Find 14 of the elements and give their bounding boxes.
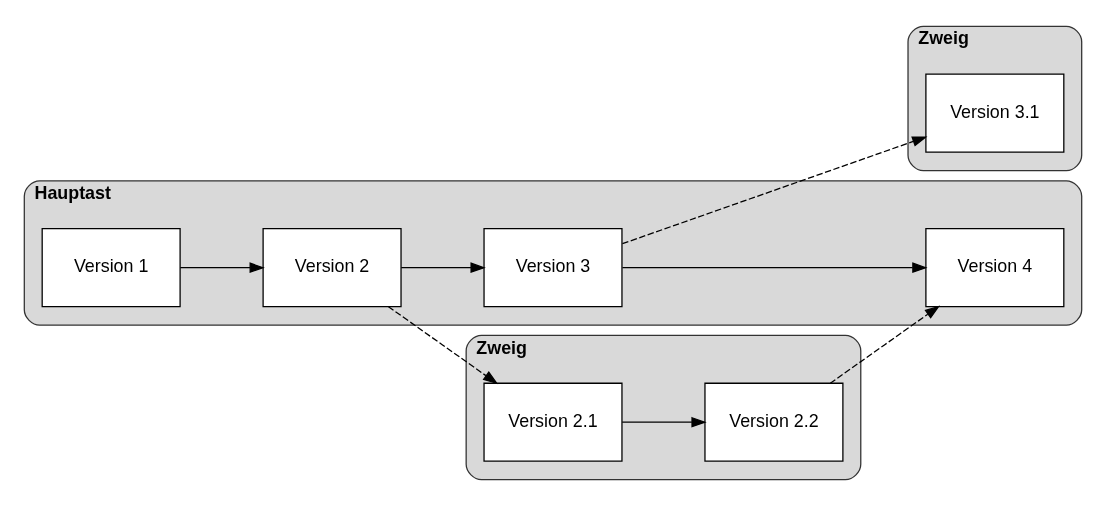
arrow <box>829 305 941 384</box>
arrow <box>387 306 499 385</box>
node-box: Version 2.1 <box>483 382 623 462</box>
arrow <box>621 136 928 245</box>
arrow <box>400 262 486 274</box>
node-box: Version 3 <box>483 228 623 308</box>
node-box: Version 1 <box>41 228 181 308</box>
node-box: Version 2 <box>262 228 402 308</box>
arrow <box>621 416 707 428</box>
node-box: Version 3.1 <box>925 73 1065 153</box>
arrow <box>179 262 265 274</box>
arrow <box>621 262 928 274</box>
node-box: Version 2.2 <box>704 382 844 462</box>
node-box: Version 4 <box>925 228 1065 308</box>
